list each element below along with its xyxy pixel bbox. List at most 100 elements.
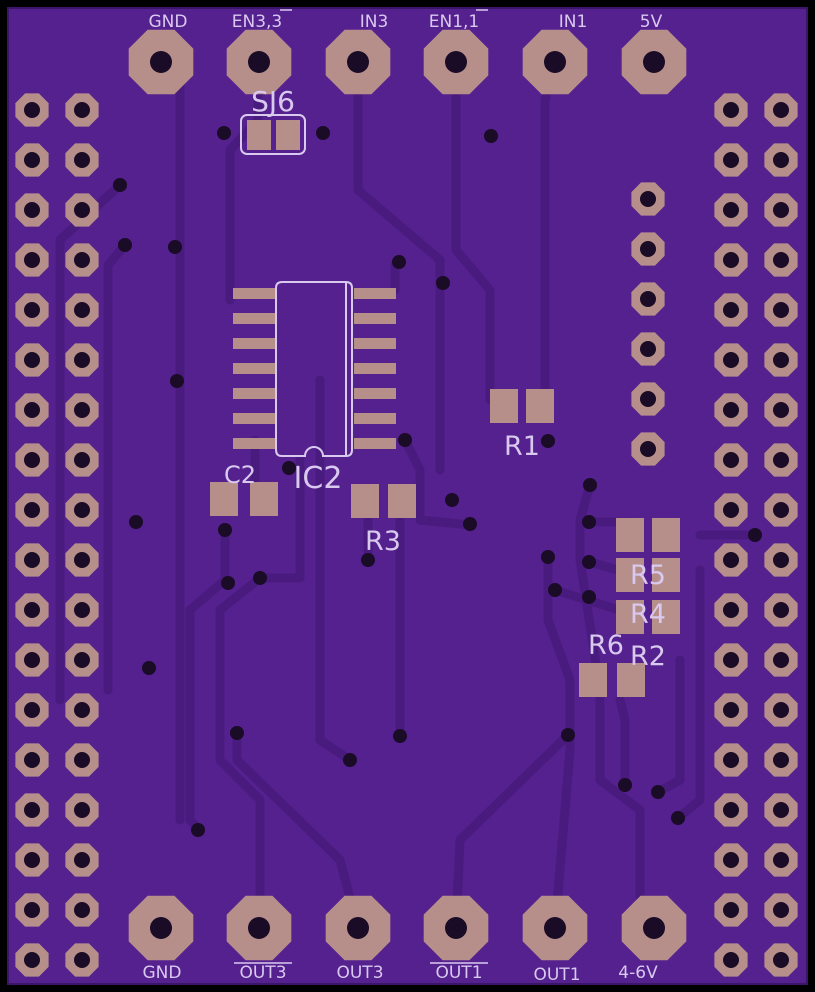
trace [353, 57, 445, 475]
inner-header-pin-drill [640, 441, 656, 457]
silkscreen-labels: GND EN3,3 IN3 EN1,1 IN1 5V GND OUT3 OUT3… [143, 9, 666, 985]
bottom-terminal-pad-1-drill [248, 917, 270, 939]
top-label-en1: EN1,1 [429, 12, 480, 32]
header-pin-drill [74, 552, 90, 568]
header-pin-drill [74, 152, 90, 168]
top-terminal-pad-4-drill [544, 51, 566, 73]
header-pin-drill [773, 152, 789, 168]
header-pin-drill [773, 452, 789, 468]
trace [673, 565, 705, 823]
header-pin-drill [74, 202, 90, 218]
top-terminal-pad-3-drill [445, 51, 467, 73]
header-pin-drill [723, 502, 739, 518]
r5-pad-lower [616, 558, 644, 592]
via [316, 126, 330, 140]
ic2-pad-left [233, 438, 275, 449]
header-pin-drill [74, 652, 90, 668]
bottom-terminal-pad-5-drill [643, 917, 665, 939]
header-pin-drill [773, 302, 789, 318]
ic2-footprint [233, 281, 396, 457]
ic2-pad-left [233, 338, 275, 349]
ic2-pad-left [233, 288, 275, 299]
label-r2: R2 [630, 641, 666, 672]
top-label-gnd: GND [149, 12, 188, 32]
r1-pad [490, 389, 518, 423]
via [541, 434, 555, 448]
top-label-en3: EN3,3 [232, 12, 283, 32]
header-pin-drill [24, 552, 40, 568]
header-pin-drill [74, 802, 90, 818]
bottom-terminal-pad-3-drill [445, 917, 467, 939]
header-pin-drill [723, 102, 739, 118]
sj6-pad [276, 120, 300, 150]
ic2-pad-left [233, 388, 275, 399]
trace [653, 655, 685, 797]
sj6-outline [240, 114, 306, 155]
header-pin-drill [24, 652, 40, 668]
trace [103, 240, 130, 695]
trace [615, 695, 630, 790]
label-r1: R1 [504, 431, 540, 462]
header-pin-drill [24, 452, 40, 468]
ic2-pad-right [354, 338, 396, 349]
ic2-pad-right [354, 363, 396, 374]
top-label-in3: IN3 [360, 12, 389, 32]
ic2-pad-right [354, 388, 396, 399]
header-pin-drill [74, 902, 90, 918]
label-r3: R3 [365, 526, 401, 557]
copper-traces [55, 57, 760, 933]
header-pin-drill [723, 402, 739, 418]
ic2-outline [275, 281, 353, 457]
header-pin-drill [723, 552, 739, 568]
header-pin-drill [24, 302, 40, 318]
header-pin-drill [74, 102, 90, 118]
trace [543, 555, 575, 933]
r5-pad [652, 518, 680, 552]
ic2-pads [233, 288, 396, 449]
r3-pad [351, 484, 379, 518]
r6-pad [617, 663, 645, 697]
bottom-label-out3: OUT3 [336, 963, 383, 983]
via [463, 517, 477, 531]
ic2-pad-left [233, 313, 275, 324]
top-terminal-pad-2-drill [347, 51, 369, 73]
bottom-label-out3-inv: OUT3 [239, 963, 286, 983]
header-pin-drill [773, 602, 789, 618]
via [561, 728, 575, 742]
label-r4: R4 [630, 599, 666, 630]
via [221, 576, 235, 590]
label-c2: C2 [224, 461, 256, 489]
r3-pad [388, 484, 416, 518]
top-terminal-pad-5-drill [643, 51, 665, 73]
r5-pad-lower [652, 558, 680, 592]
via [583, 478, 597, 492]
via [230, 726, 244, 740]
header-pin-drill [773, 852, 789, 868]
via [191, 823, 205, 837]
via [129, 515, 143, 529]
header-pin-drill [74, 402, 90, 418]
header-pin-drill [24, 352, 40, 368]
header-pin-drill [24, 952, 40, 968]
header-pin-drill [773, 652, 789, 668]
header-pin-drill [74, 952, 90, 968]
header-pin-drill [723, 752, 739, 768]
via [398, 433, 412, 447]
via [343, 753, 357, 767]
header-pin-drill [24, 202, 40, 218]
bottom-label-4-6v: 4-6V [618, 963, 658, 983]
ic2-pad-right [354, 313, 396, 324]
via [118, 238, 132, 252]
header-pin-drill [24, 502, 40, 518]
header-pin-drill [773, 802, 789, 818]
header-pin-drill [773, 202, 789, 218]
header-pin-drill [773, 752, 789, 768]
label-sj6: SJ6 [251, 85, 295, 118]
header-pin-drill [74, 302, 90, 318]
via [651, 785, 665, 799]
label-r6: R6 [588, 630, 624, 661]
ic2-pad-left [233, 363, 275, 374]
via [618, 778, 632, 792]
via [541, 550, 555, 564]
